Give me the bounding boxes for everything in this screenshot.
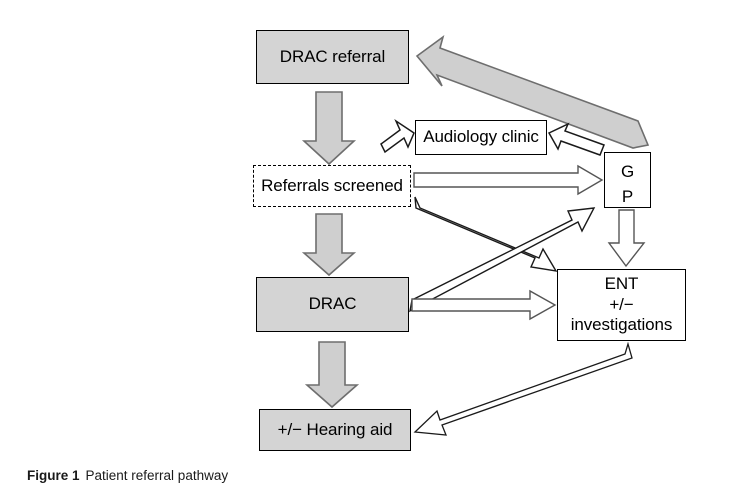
node-referrals-screened[interactable]: Referrals screened — [253, 165, 411, 207]
node-drac[interactable]: DRAC — [256, 277, 409, 332]
arrow-referrals-screened-to-gp — [413, 164, 604, 196]
arrow-ent-to-hearing-aid — [413, 341, 633, 436]
arrow-referrals-screened-to-ent — [414, 196, 558, 272]
node-ent[interactable]: ENT +/− investigations — [557, 269, 686, 341]
node-audiology-clinic[interactable]: Audiology clinic — [415, 120, 547, 155]
figure-caption-text: Patient referral pathway — [85, 468, 229, 483]
arrow-gp-to-ent — [607, 209, 646, 268]
node-gp[interactable]: G P — [604, 152, 651, 208]
node-hearing-aid[interactable]: +/− Hearing aid — [259, 409, 411, 451]
figure-caption-label: Figure 1 — [27, 468, 80, 483]
arrow-gp-to-audiology-clinic — [547, 122, 605, 156]
arrow-gp-to-drac-referral — [415, 35, 650, 149]
arrow-drac-to-gp — [409, 207, 596, 313]
arrow-drac-to-hearing-aid — [304, 341, 360, 409]
arrow-referrals-screened-to-audiology-clinic — [380, 118, 415, 154]
arrow-referrals-screened-to-drac — [301, 213, 357, 277]
node-drac-referral[interactable]: DRAC referral — [256, 30, 409, 84]
figure-caption: Figure 1 Patient referral pathway — [27, 468, 228, 483]
arrow-drac-referral-to-referrals-screened — [301, 91, 357, 166]
arrow-drac-to-ent — [411, 289, 557, 321]
